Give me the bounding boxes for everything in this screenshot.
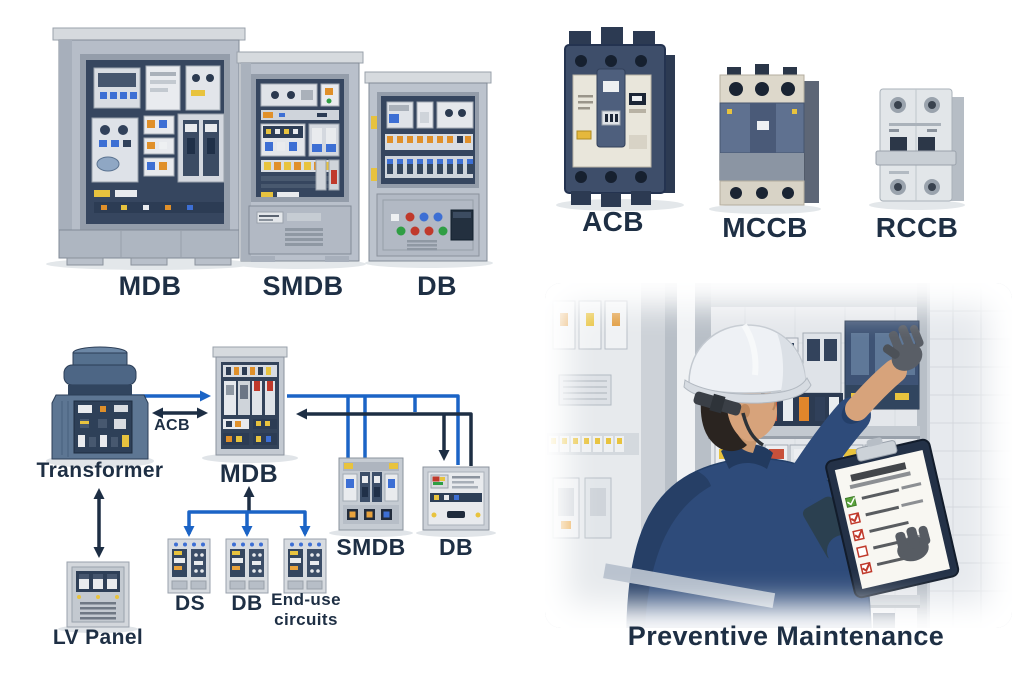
distribution-diagram: Transformer ACB MDB SMDB DB LV Panel DS … [0, 330, 540, 683]
breaker-label-acb: ACB [582, 206, 644, 237]
chin-strap [741, 412, 764, 447]
maintenance-scene [545, 283, 1012, 628]
panel-label-smdb: SMDB [262, 271, 344, 301]
panel-label-mdb: MDB [118, 271, 182, 301]
db-cabinet-illustration [364, 71, 493, 268]
diagram-label-mdb: MDB [219, 460, 279, 488]
diagram-label-end-use-line2: circuits [274, 609, 338, 629]
technician-right-glove [882, 324, 924, 371]
smdb-cabinet-illustration [234, 51, 366, 269]
diagram-label-db: DB [438, 534, 474, 560]
maintenance-caption: Preventive Maintenance [627, 621, 945, 651]
breaker-type-comparison: ACB MCCB RCCB [540, 0, 1024, 260]
breaker-label-mccb: MCCB [722, 212, 808, 243]
technician-left-glove [895, 525, 931, 562]
maintenance-illustration [545, 283, 1012, 628]
end-use-panel-illustration [283, 538, 327, 594]
panel-cabinets-illustration [46, 27, 493, 270]
diagram-label-ds: DS [175, 592, 205, 615]
diagram-label-end-use-line1: End-use [271, 590, 341, 609]
diagram-connectors [93, 390, 473, 558]
rccb-illustration [869, 88, 965, 210]
hard-hat [683, 323, 812, 447]
diagram-label-acb: ACB [154, 417, 190, 434]
breaker-label-rccb: RCCB [875, 212, 959, 243]
mccb-illustration [709, 64, 821, 214]
mdb-cabinet-illustration [46, 27, 254, 270]
diagram-label-smdb: SMDB [336, 534, 406, 560]
diagram-mdb-illustration [202, 346, 298, 463]
diagram-label-end-use: End-use circuits [271, 590, 341, 629]
panel-label-db: DB [417, 271, 457, 301]
diagram-db-illustration [416, 466, 496, 537]
breakers-illustration [556, 27, 965, 214]
diagram-label-db-sub: DB [231, 592, 263, 615]
diagram-label-lv-panel: LV Panel [52, 626, 144, 649]
panel-size-comparison: MDB SMDB DB [0, 0, 540, 310]
diagram-label-transformer: Transformer [36, 459, 164, 482]
distribution-diagram-illustration [46, 346, 496, 633]
transformer-illustration [46, 346, 154, 468]
db-sub-panel-illustration [225, 538, 269, 594]
ds-panel-illustration [167, 538, 211, 594]
acb-illustration [556, 27, 684, 211]
technician [603, 323, 960, 628]
diagram-smdb-illustration [329, 457, 413, 537]
reflective-stripe [603, 563, 776, 609]
lv-panel-illustration [58, 561, 138, 633]
